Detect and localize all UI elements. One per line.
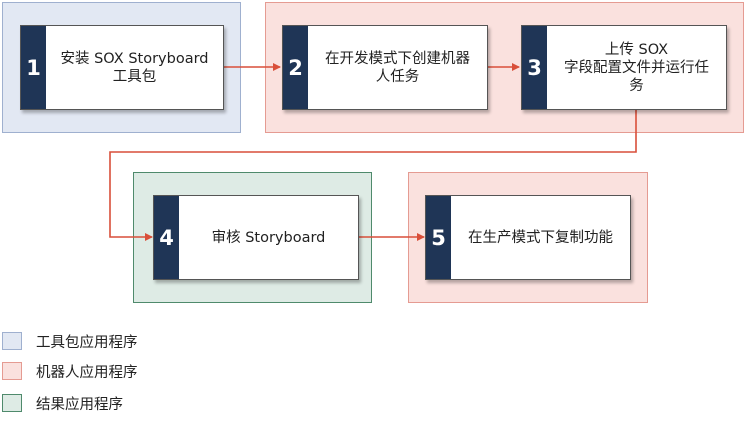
step-3-upload-config-run-task: 3 上传 SOX 字段配置文件并运行任 务 — [521, 25, 727, 110]
step-label: 审核 Storyboard — [179, 196, 358, 279]
step-label-line: 上传 SOX — [604, 41, 669, 58]
legend-item-result-app: 结果应用程序 — [2, 392, 123, 414]
step-label-line: 在生产模式下复制功能 — [468, 229, 613, 246]
legend-swatch-toolkit — [2, 332, 22, 350]
step-label: 在开发模式下创建机器 人任务 — [308, 26, 487, 109]
legend-label: 机器人应用程序 — [36, 364, 138, 381]
step-number: 3 — [522, 26, 547, 109]
step-number: 5 — [426, 196, 451, 279]
step-label-line: 工具包 — [112, 68, 157, 85]
step-label-line: 务 — [629, 77, 644, 94]
step-label-line: 审核 Storyboard — [211, 229, 326, 246]
legend-swatch-result — [2, 394, 22, 412]
step-label: 在生产模式下复制功能 — [451, 196, 630, 279]
step-label: 上传 SOX 字段配置文件并运行任 务 — [547, 26, 726, 109]
step-number: 2 — [283, 26, 308, 109]
step-number: 4 — [154, 196, 179, 279]
legend-swatch-robot — [2, 362, 22, 380]
legend-item-toolkit-app: 工具包应用程序 — [2, 330, 138, 352]
connector-3-4 — [109, 110, 637, 241]
legend-label: 工具包应用程序 — [36, 334, 138, 351]
step-5-replicate-in-production: 5 在生产模式下复制功能 — [425, 195, 631, 280]
step-label-line: 字段配置文件并运行任 — [564, 59, 709, 76]
step-label-line: 在开发模式下创建机器 — [325, 50, 470, 67]
step-4-review-storyboard: 4 审核 Storyboard — [153, 195, 359, 280]
step-2-create-robot-task: 2 在开发模式下创建机器 人任务 — [282, 25, 488, 110]
step-label-line: 安装 SOX Storyboard — [60, 50, 209, 67]
step-1-install-toolkit: 1 安装 SOX Storyboard 工具包 — [20, 25, 224, 110]
legend-label: 结果应用程序 — [36, 396, 123, 413]
step-number: 1 — [21, 26, 46, 109]
step-label: 安装 SOX Storyboard 工具包 — [46, 26, 223, 109]
step-label-line: 人任务 — [375, 68, 420, 85]
legend-item-robot-app: 机器人应用程序 — [2, 360, 138, 382]
